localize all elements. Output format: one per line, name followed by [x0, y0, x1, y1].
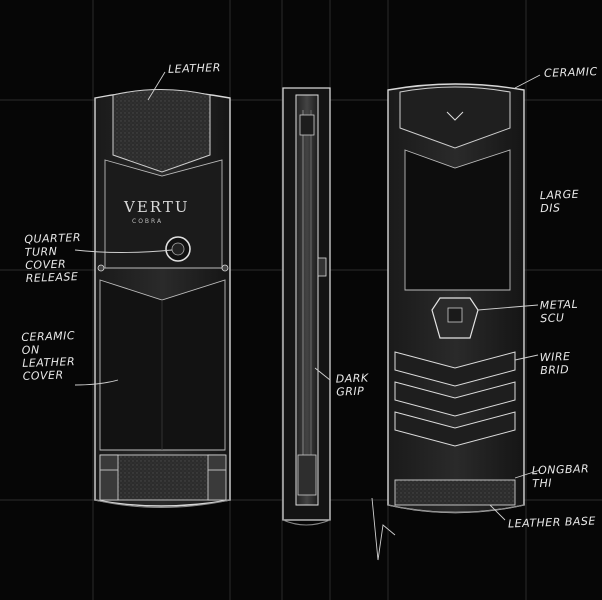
label-leather: Leather	[167, 61, 222, 76]
phone-back-view	[387, 83, 525, 514]
brand-wordmark: VERTU	[124, 198, 190, 216]
label-longbar-thin: Longbar Thi	[531, 462, 590, 491]
label-large-display: Large Dis	[539, 187, 580, 216]
label-quarter-turn: Quarter turn cover release	[24, 231, 82, 285]
label-wire-bridge: Wire Brid	[539, 350, 571, 378]
phone-side-view	[282, 87, 331, 526]
leader-lines	[74, 71, 541, 561]
label-dark-grip: Dark Grip	[335, 371, 369, 399]
phone-front-view	[94, 89, 231, 508]
brand-subtitle: COBRA	[132, 218, 164, 225]
label-metal-sculpture: Metal Scu	[539, 297, 579, 326]
label-ceramic: Ceramic	[543, 65, 598, 80]
label-ceramic-on-leather: Ceramic on leather cover	[21, 329, 76, 383]
